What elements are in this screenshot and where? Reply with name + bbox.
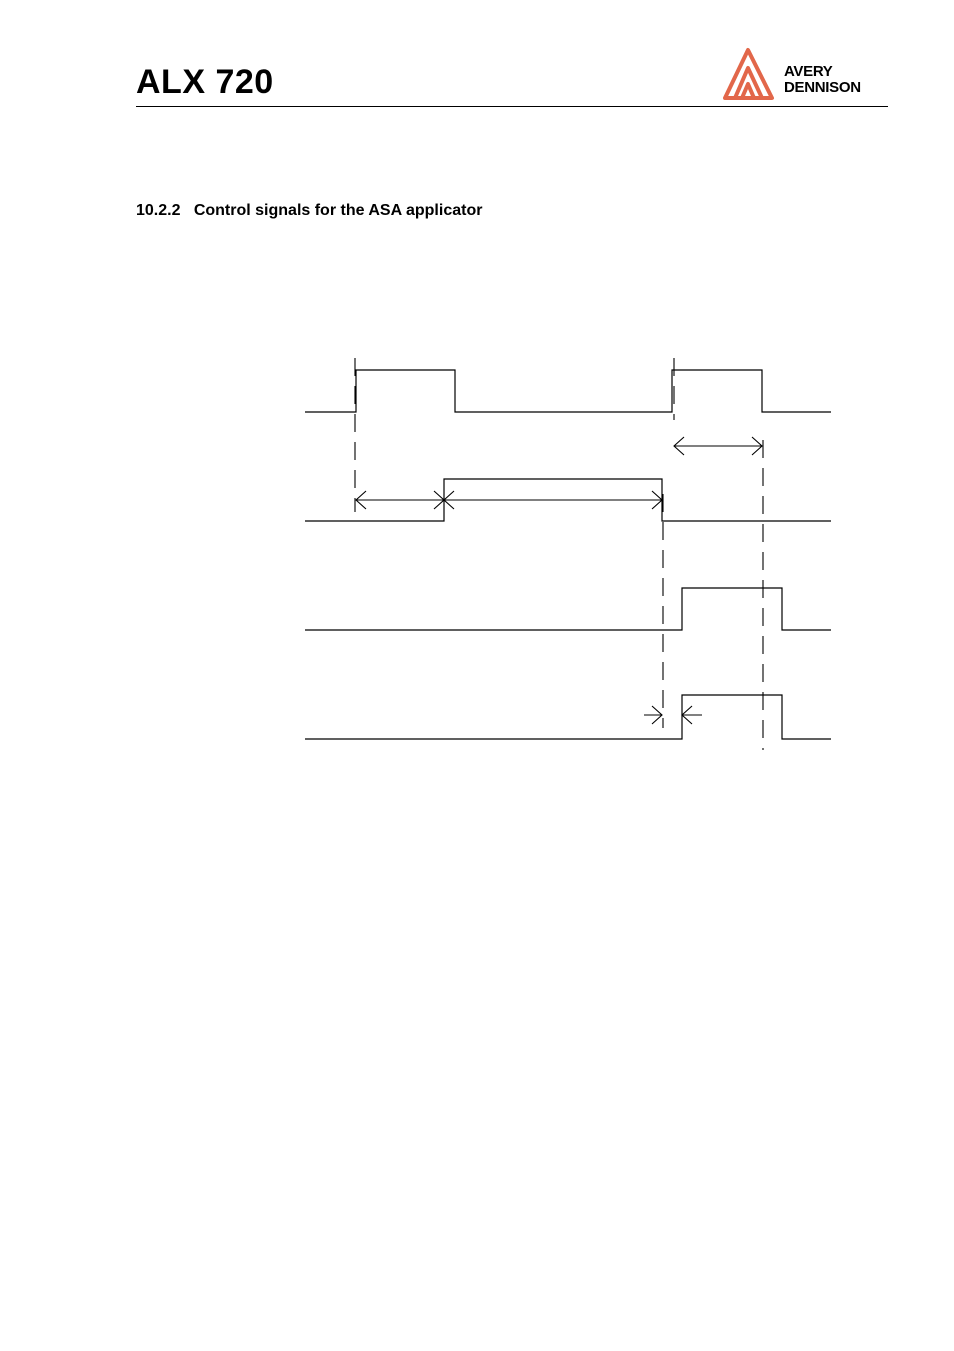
section-title: Control signals for the ASA applicator — [193, 202, 483, 219]
interval-arrow-4 — [644, 705, 702, 725]
logo-text-line2: DENNISON — [784, 79, 861, 96]
interval-arrow-3 — [443, 490, 663, 510]
document-title: ALX 720 — [136, 63, 274, 101]
logo-text: AVERY DENNISON — [784, 64, 861, 96]
section-number: 10.2.2 — [136, 202, 181, 219]
interval-arrow-1 — [673, 436, 763, 456]
logo-text-line1: AVERY — [784, 63, 833, 80]
header-divider — [136, 106, 888, 107]
signal-1-waveform — [305, 369, 831, 413]
signal-4-waveform — [305, 694, 831, 740]
avery-dennison-logo: AVERY DENNISON — [720, 44, 890, 102]
avery-dennison-logo-icon — [723, 48, 774, 100]
signal-3-waveform — [305, 587, 831, 631]
section-heading: 10.2.2 Control signals for the ASA appli… — [136, 201, 482, 221]
interval-arrow-2 — [355, 490, 445, 510]
signal-2-waveform — [305, 478, 831, 522]
